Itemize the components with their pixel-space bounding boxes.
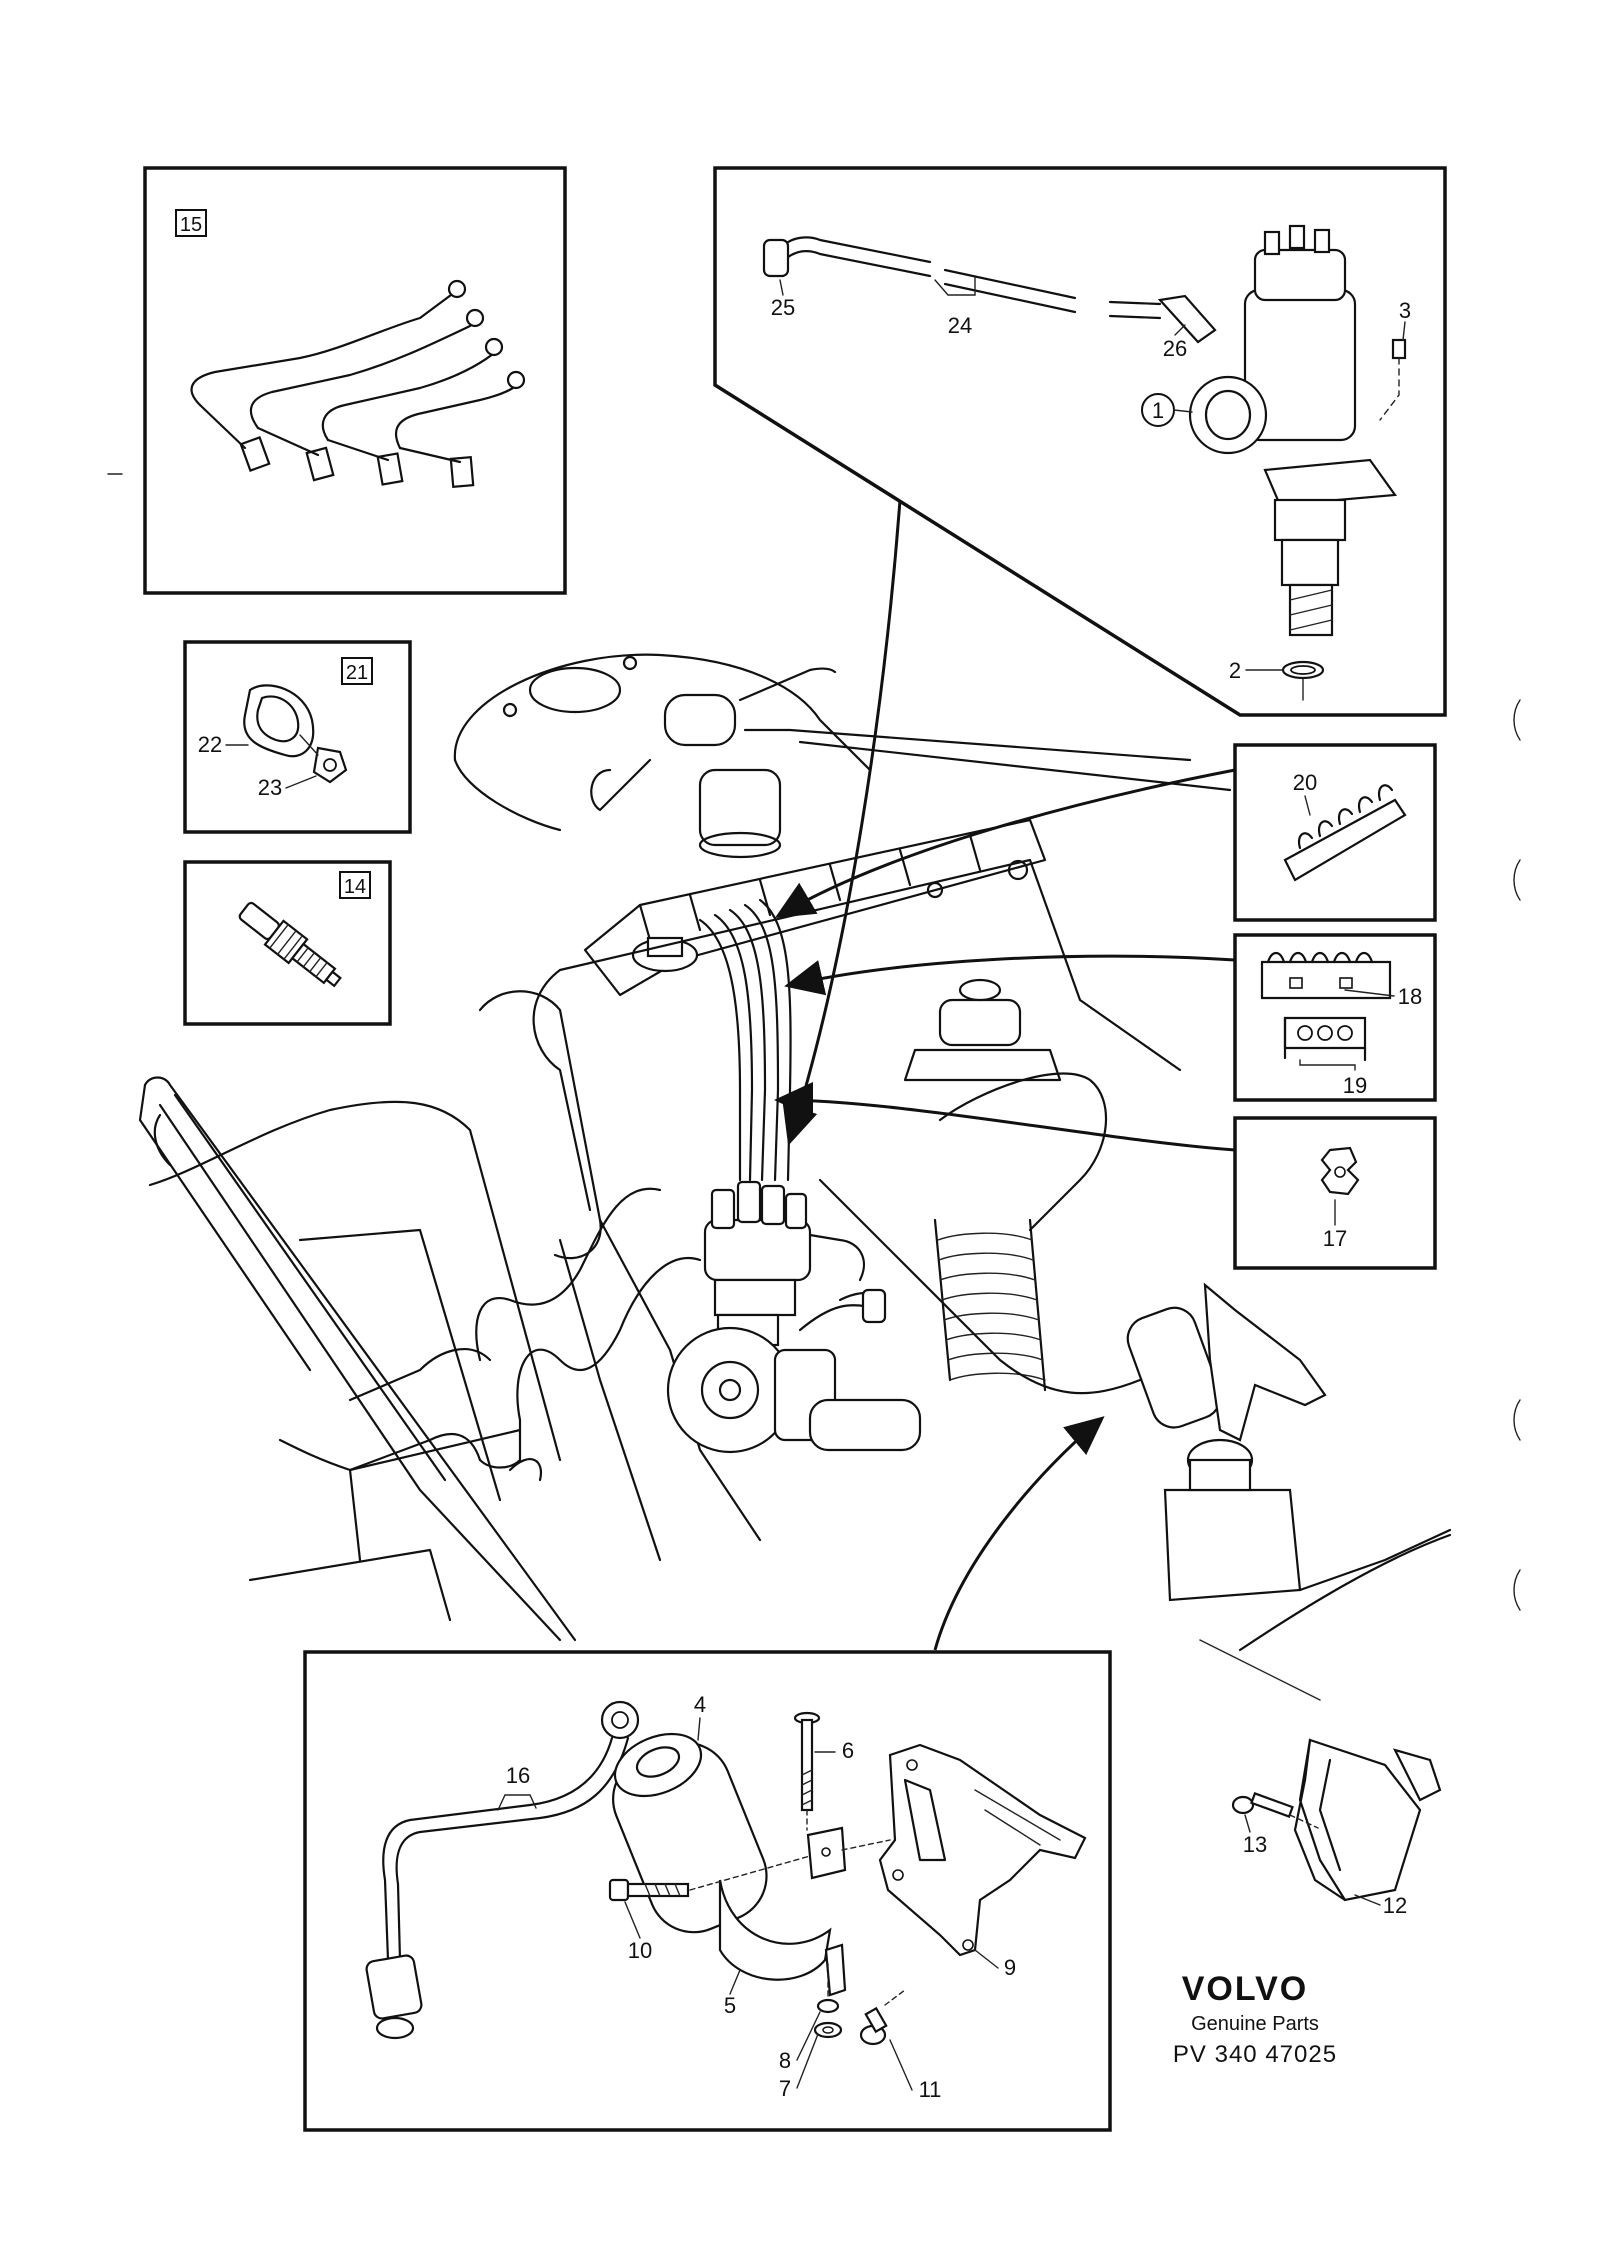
ignition-lead-set-panel[interactable]: 15 (143, 166, 567, 595)
reference-number: PV 340 47025 (1173, 2041, 1337, 2068)
grommet-illustration (243, 684, 348, 784)
callout-15: 15 (180, 214, 202, 236)
ignition-leads-illustration (190, 279, 526, 489)
callout-2: 2 (1229, 658, 1241, 683)
ballast-resistor-illustration (1231, 1738, 1442, 1902)
distributor-panel[interactable]: 1 2 3 25 24 26 (713, 166, 1447, 717)
callout-25: 25 (771, 295, 795, 320)
callout-24: 24 (948, 313, 972, 338)
ignition-coil-panel[interactable]: 4 5 6 7 8 9 10 11 16 (303, 1650, 1112, 2132)
clip-illustration (1320, 1146, 1360, 1196)
spark-plug-panel[interactable]: 14 (183, 860, 392, 1026)
scan-edge-marks (107, 473, 1521, 1611)
callout-7: 7 (779, 2076, 791, 2101)
genuine-parts-label: Genuine Parts (1191, 2013, 1319, 2035)
callout-14: 14 (344, 876, 366, 898)
callout-8: 8 (779, 2048, 791, 2073)
distributor-illustration (762, 224, 1407, 701)
callout-20: 20 (1293, 770, 1317, 795)
callout-18: 18 (1398, 984, 1422, 1009)
callout-9: 9 (1004, 1955, 1016, 1980)
brand-footer: VOLVO Genuine Parts PV 340 47025 (1173, 1970, 1337, 2068)
callout-22: 22 (198, 732, 222, 757)
callout-12: 12 (1383, 1893, 1407, 1918)
callout-19: 19 (1343, 1073, 1367, 1098)
callout-6: 6 (842, 1738, 854, 1763)
grommet-panel[interactable]: 21 22 23 (183, 640, 412, 834)
engine-bay-illustration (138, 653, 1452, 1701)
spark-plug-illustration (238, 901, 342, 988)
lead-holder-illustration (1283, 784, 1407, 882)
holder-bracket-illustration (1260, 951, 1392, 1062)
callout-16: 16 (506, 1763, 530, 1788)
lead-holder-panel[interactable]: 20 (1233, 743, 1437, 922)
holder-bracket-panel[interactable]: 18 19 (1233, 933, 1437, 1102)
ballast-resistor-group[interactable]: 12 13 (1231, 1738, 1442, 1918)
callout-3: 3 (1399, 298, 1411, 323)
callout-13: 13 (1243, 1832, 1267, 1857)
callout-4: 4 (694, 1692, 706, 1717)
callout-5: 5 (724, 1993, 736, 2018)
ignition-coil-illustration (365, 1700, 1087, 2046)
callout-10: 10 (628, 1938, 652, 1963)
callout-26: 26 (1163, 336, 1187, 361)
callout-1: 1 (1152, 398, 1164, 423)
callout-21: 21 (346, 662, 368, 684)
callout-11: 11 (919, 2077, 942, 2102)
volvo-logo: VOLVO (1182, 1970, 1309, 2008)
clip-panel[interactable]: 17 (1233, 1116, 1437, 1270)
callout-17: 17 (1323, 1226, 1347, 1251)
callout-23: 23 (258, 775, 282, 800)
